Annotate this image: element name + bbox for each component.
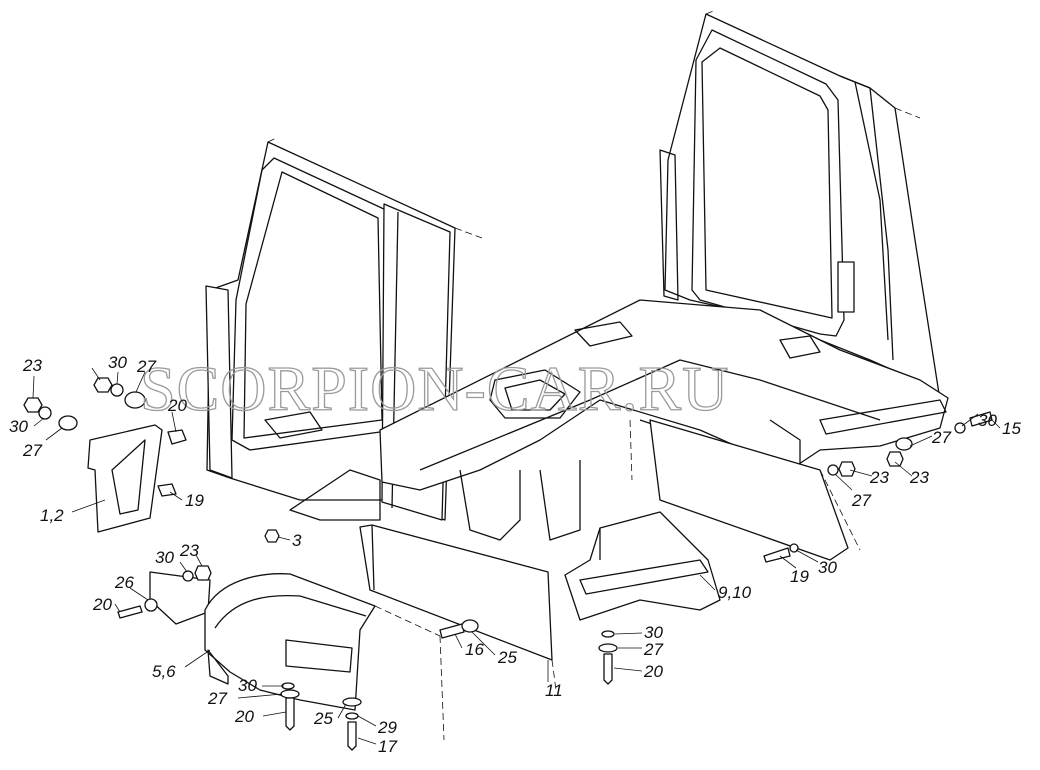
callout-23-right-b: 23: [909, 468, 929, 487]
callout-1-2: 1,2: [40, 506, 64, 525]
callout-27-lower: 27: [207, 689, 227, 708]
callout-25-lower: 25: [313, 709, 333, 728]
callout-16: 16: [465, 640, 484, 659]
callout-30-front: 30: [155, 548, 174, 567]
watermark-text: SCORPION-CAR.RU: [140, 353, 729, 424]
part-5-6-mudguard: [149, 571, 445, 741]
callout-19-left: 19: [185, 491, 204, 510]
callout-30-right-lower: 30: [644, 623, 663, 642]
callout-30-right-mid: 30: [818, 558, 837, 577]
callout-15: 15: [1002, 419, 1021, 438]
callout-11: 11: [545, 681, 563, 700]
part-1-2-bracket: [87, 424, 163, 533]
callout-20-lower: 20: [234, 707, 254, 726]
part-11-panel: [359, 524, 557, 691]
callout-27-right-lower: 27: [643, 640, 663, 659]
callout-17: 17: [378, 737, 397, 756]
callout-30-left: 30: [9, 417, 28, 436]
callout-26: 26: [114, 573, 134, 592]
callout-23-right-a: 23: [869, 468, 889, 487]
rear-right-panel: [649, 419, 861, 561]
callout-3: 3: [292, 531, 302, 550]
callout-19-right: 19: [790, 567, 809, 586]
callout-20-right-lower: 20: [643, 662, 663, 681]
callout-30-lower: 30: [238, 676, 257, 695]
callout-23-left: 23: [22, 356, 42, 375]
leader-lines: [32, 367, 1001, 745]
callout-27-left: 27: [22, 441, 42, 460]
callout-9-10: 9,10: [718, 583, 752, 602]
callout-20-left: 20: [167, 396, 187, 415]
callout-5-6: 5,6: [152, 662, 176, 681]
callout-29: 29: [377, 718, 397, 737]
part-9-10-step: [564, 511, 721, 621]
callout-30-top: 30: [108, 353, 127, 372]
callout-30-far-right: 30: [978, 411, 997, 430]
callout-27-far-right: 27: [931, 428, 951, 447]
callout-23-front: 23: [179, 541, 199, 560]
callout-labels: 23 30 27 30 27 20 1,2 19 3 30 23 26 20 5…: [9, 353, 1021, 756]
callout-20-front: 20: [92, 595, 112, 614]
callout-27-top: 27: [136, 357, 156, 376]
callout-27-right: 27: [851, 491, 871, 510]
callout-25-mid: 25: [497, 648, 517, 667]
fasteners: [23, 377, 993, 751]
